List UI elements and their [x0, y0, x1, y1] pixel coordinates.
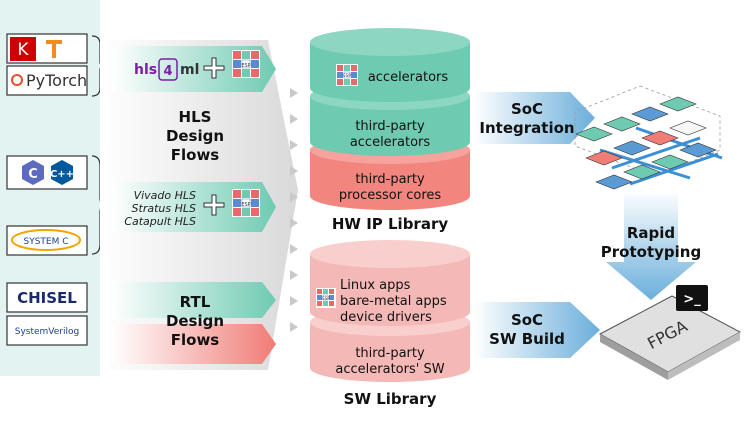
hw-ip-library-title: HW IP Library — [332, 215, 448, 233]
systemc-logo: SYSTEM C — [6, 225, 88, 256]
sw-layer-third-party-2: accelerators' SW — [335, 362, 444, 377]
rtl-design-flows-label: RTL Design Flows — [166, 293, 224, 349]
soc-sw-build-arrow — [474, 302, 600, 358]
plus-icon — [203, 57, 225, 79]
rapid-prototyping-arrow — [606, 190, 696, 300]
soc-integration-label: SoC — [511, 100, 543, 118]
svg-text:ESP: ESP — [241, 202, 250, 208]
sw-layer-apps: Linux apps bare-metal apps device driver… — [340, 278, 447, 325]
terminal-icon: >_ — [676, 285, 708, 311]
sw-library-cylinder — [310, 240, 470, 382]
hls4ml-ml: ml — [180, 62, 199, 78]
cpp-letter: C++ — [50, 169, 74, 180]
hw-layer-accelerators: accelerators — [368, 70, 449, 85]
sw-library-title: SW Library — [344, 390, 437, 408]
svg-text:ESP: ESP — [241, 63, 250, 69]
pytorch-logo: PyTorch — [6, 65, 88, 96]
soc-sw-build-label: SoC — [511, 311, 543, 329]
soc-integration-arrow — [474, 92, 595, 144]
hls-design-flows-label: HLS Design Flows — [166, 108, 224, 164]
hw-layer-processor-cores-2: processor cores — [339, 188, 442, 203]
svg-text:ESP: ESP — [343, 73, 351, 78]
rtl-red-arrow — [112, 324, 276, 364]
gray-chevrons — [290, 88, 298, 332]
sw-layer-third-party: third-party — [355, 346, 425, 361]
rtl-teal-arrow — [112, 282, 276, 318]
rapid-prototyping-label-2: Prototyping — [601, 243, 701, 261]
esp-logo-icon: ESP — [316, 288, 336, 308]
hw-layer-processor-cores: third-party — [355, 172, 425, 187]
hls-tools-list: Vivado HLS Stratus HLS Catapult HLS — [124, 189, 196, 228]
systemc-text: SYSTEM C — [23, 237, 68, 247]
svg-text:Flows: Flows — [171, 146, 220, 164]
svg-text:Vivado HLS: Vivado HLS — [134, 189, 196, 202]
c-letter: C — [28, 167, 38, 182]
svg-text:Design: Design — [166, 127, 224, 145]
svg-text:Stratus HLS: Stratus HLS — [132, 202, 196, 215]
hw-ip-library-cylinder — [310, 28, 470, 210]
fpga-chip: FPGA — [598, 295, 742, 380]
svg-text:device drivers: device drivers — [340, 310, 432, 325]
hw-layer-third-party-accelerators: third-party — [355, 119, 425, 134]
pytorch-text: PyTorch — [26, 71, 87, 90]
hw-layer-third-party-accelerators-2: accelerators — [350, 135, 431, 150]
esp-logo-icon: ESP — [232, 50, 260, 78]
tensorflow-icon — [46, 40, 62, 58]
svg-text:>_: >_ — [683, 292, 701, 307]
hls4ml-four: 4 — [163, 64, 172, 79]
rapid-prototyping-label: Rapid — [627, 224, 675, 242]
svg-text:Flows: Flows — [171, 331, 220, 349]
hls4ml-hls: hls — [134, 62, 157, 78]
svg-text:Linux apps: Linux apps — [340, 278, 411, 293]
svg-text:HLS: HLS — [179, 108, 212, 126]
svg-text:RTL: RTL — [180, 293, 211, 311]
svg-text:Catapult HLS: Catapult HLS — [124, 215, 196, 228]
soc-tile-grid — [574, 85, 723, 190]
svg-text:Design: Design — [166, 312, 224, 330]
soc-integration-label-2: Integration — [479, 119, 574, 137]
soc-sw-build-label-2: SW Build — [489, 330, 565, 348]
keras-letter: K — [17, 40, 29, 60]
svg-text:ESP: ESP — [322, 296, 330, 301]
keras-tensorflow-logo: K — [6, 33, 88, 64]
systemverilog-logo: SystemVerilog — [6, 315, 88, 346]
systemverilog-text: SystemVerilog — [15, 327, 79, 337]
esp-logo-icon: ESP — [336, 64, 358, 86]
c-cpp-logo: C C++ — [6, 155, 88, 190]
esp-logo-icon: ESP — [232, 189, 260, 217]
hls4ml-logo: hls 4 ml — [134, 58, 199, 81]
chisel-logo: CHISEL — [6, 282, 88, 313]
chisel-text: CHISEL — [17, 289, 77, 307]
svg-text:bare-metal apps: bare-metal apps — [340, 294, 447, 309]
plus-icon — [203, 194, 225, 216]
